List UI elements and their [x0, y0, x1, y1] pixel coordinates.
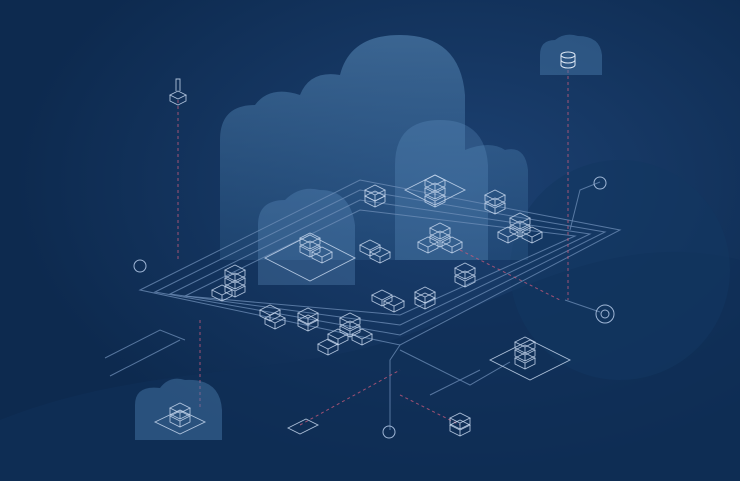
main-cloud [220, 35, 528, 260]
node-circle [382, 425, 396, 439]
gear-node-icon [600, 309, 610, 319]
database-cloud [540, 34, 602, 75]
database-icon [560, 51, 576, 69]
gear-node-icon [595, 304, 615, 324]
server-stack-icon [153, 402, 207, 435]
background-circle [510, 160, 730, 380]
node-circle [133, 259, 147, 273]
server-stack-icon [264, 232, 356, 282]
chip-icon [286, 418, 320, 435]
server-stack-icon [488, 336, 572, 381]
connector-plug-icon [168, 78, 188, 106]
node-circle [593, 176, 607, 190]
server-stack-icon [403, 174, 467, 208]
